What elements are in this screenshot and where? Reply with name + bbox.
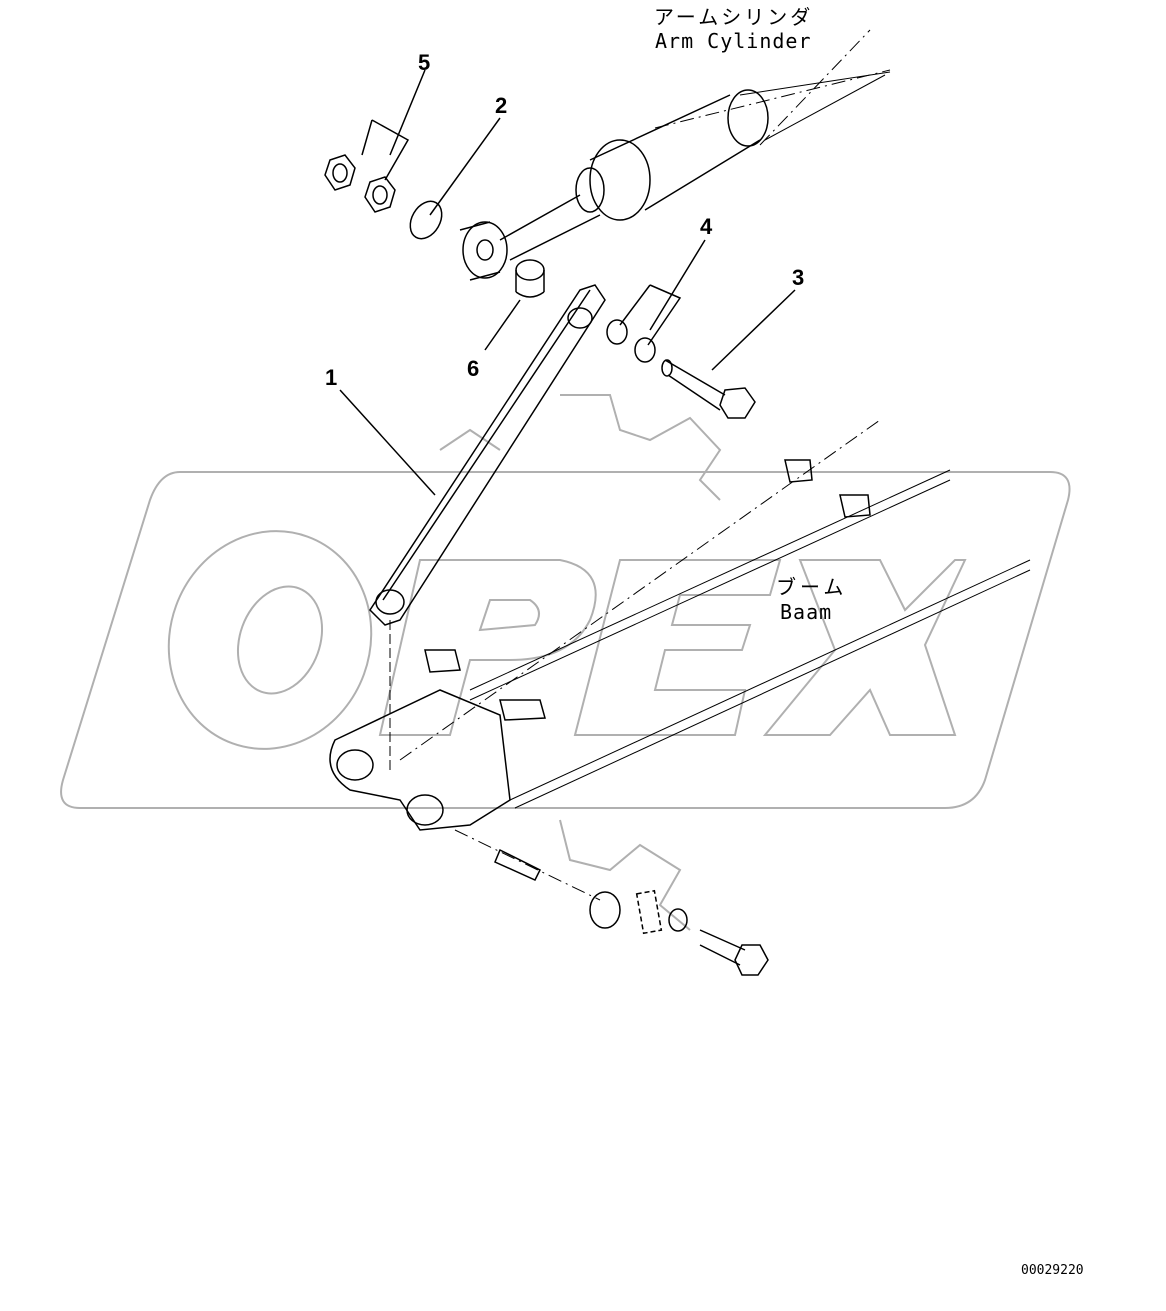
boom-label-en: Baam bbox=[780, 600, 833, 624]
callout-2: 2 bbox=[495, 93, 508, 118]
part-1-link bbox=[369, 284, 606, 626]
boom bbox=[329, 419, 1031, 976]
part-2-plate bbox=[409, 200, 443, 240]
callout-4: 4 bbox=[700, 214, 713, 239]
arm-cylinder-label-en: Arm Cylinder bbox=[655, 29, 812, 53]
part-3-bolt bbox=[661, 359, 756, 419]
arm-cylinder bbox=[459, 29, 891, 281]
callout-leaders bbox=[339, 69, 796, 496]
part-5-nut-a bbox=[324, 154, 356, 191]
drawing-code: 00029220 bbox=[1021, 1263, 1084, 1278]
part-5-nut-b bbox=[364, 176, 396, 213]
callout-6: 6 bbox=[467, 356, 480, 381]
callout-3: 3 bbox=[792, 265, 805, 290]
arm-cylinder-label-jp: アームシリンダ bbox=[654, 5, 814, 29]
part-4-washer-a bbox=[606, 319, 628, 345]
opex-watermark bbox=[60, 394, 1071, 931]
boom-label-jp: ブーム bbox=[776, 575, 848, 599]
part-6-bushing bbox=[515, 259, 545, 298]
part-4-washer-b bbox=[634, 337, 656, 363]
callout-5: 5 bbox=[418, 50, 431, 75]
part-drawing bbox=[324, 29, 1031, 976]
callout-1: 1 bbox=[325, 365, 338, 390]
